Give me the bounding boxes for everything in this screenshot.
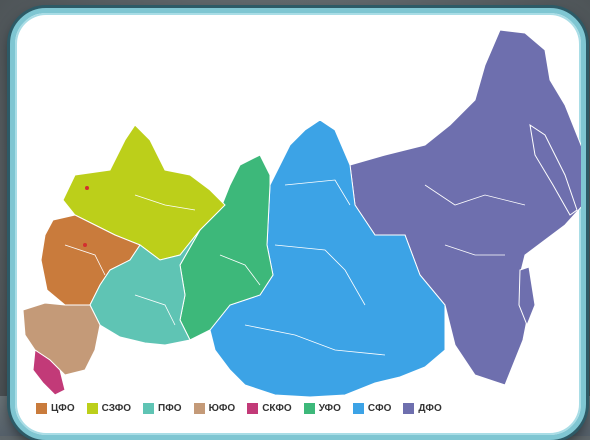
legend-item-szfo: СЗФО xyxy=(86,402,132,414)
legend-item-cfo: ЦФО xyxy=(36,402,75,414)
legend-swatch xyxy=(36,402,47,414)
legend-item-dfo: ДФО xyxy=(403,402,442,414)
region-dfo-sakhalin xyxy=(518,266,536,327)
legend-swatch xyxy=(303,402,315,414)
region-yufo xyxy=(22,302,101,376)
legend-item-yufo: ЮФО xyxy=(193,402,236,414)
legend-label: СЗФО xyxy=(101,402,132,414)
legend-swatch xyxy=(143,402,155,414)
legend-swatch xyxy=(193,402,205,414)
legend-item-ufo: УФО xyxy=(303,402,341,414)
marker-dot xyxy=(83,243,87,247)
map-frame xyxy=(10,8,586,440)
legend-label: ПФО xyxy=(158,402,182,414)
legend-item-skfo: СКФО xyxy=(247,402,292,414)
legend-item-pfo: ПФО xyxy=(143,402,182,414)
region-borders xyxy=(64,179,526,356)
legend-label: УФО xyxy=(318,402,341,414)
marker-dot xyxy=(85,186,89,190)
legend-label: ЮФО xyxy=(208,402,236,414)
region-dfo-kamchatka xyxy=(529,123,578,216)
legend-label: СКФО xyxy=(262,402,292,414)
region-skfo xyxy=(32,349,66,396)
legend-swatch xyxy=(352,402,364,414)
legend-label: СФО xyxy=(367,402,392,414)
legend-swatch xyxy=(403,402,415,414)
map-legend: ЦФО СЗФО ПФО ЮФО СКФО УФО СФО ДФО xyxy=(36,398,576,418)
legend-label: ЦФО xyxy=(51,402,75,414)
russia-map xyxy=(22,29,581,398)
legend-swatch xyxy=(247,402,259,414)
legend-item-sfo: СФО xyxy=(352,402,392,414)
legend-swatch xyxy=(86,402,98,414)
legend-label: ДФО xyxy=(418,402,442,414)
